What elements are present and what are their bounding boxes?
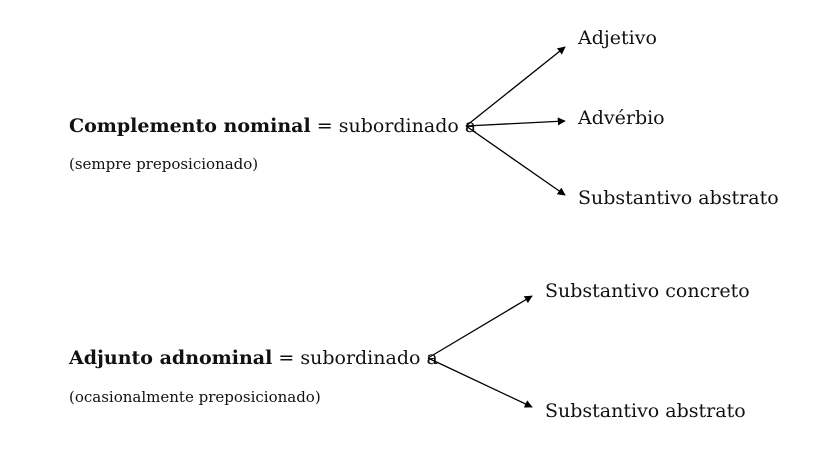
group-1-target-adverbio: Advérbio — [578, 107, 665, 129]
group-1-note: (sempre preposicionado) — [69, 155, 259, 173]
arrow-to-substantivo-abstrato-1 — [465, 125, 566, 196]
arrow-to-substantivo-concreto — [427, 295, 533, 359]
group-1-term: Complemento nominal — [69, 115, 311, 137]
group-2-target-substantivo-abstrato: Substantivo abstrato — [545, 400, 746, 422]
arrow-to-substantivo-abstrato-2 — [427, 357, 533, 408]
group-1-relation: = subordinado a — [316, 115, 477, 137]
arrow-to-adjetivo — [465, 46, 566, 127]
group-2-relation: = subordinado a — [278, 347, 438, 369]
group-2-note: (ocasionalmente preposicionado) — [69, 388, 321, 406]
group-2-target-substantivo-concreto: Substantivo concreto — [545, 280, 750, 302]
group-1-target-substantivo-abstrato: Substantivo abstrato — [578, 187, 779, 209]
group-1-target-adjetivo: Adjetivo — [578, 27, 657, 49]
group-2-statement: Adjunto adnominal = subordinado a — [69, 349, 438, 368]
group-1-statement: Complemento nominal = subordinado a — [69, 117, 476, 136]
group-2-term: Adjunto adnominal — [69, 347, 273, 369]
arrow-to-adverbio — [465, 117, 566, 127]
